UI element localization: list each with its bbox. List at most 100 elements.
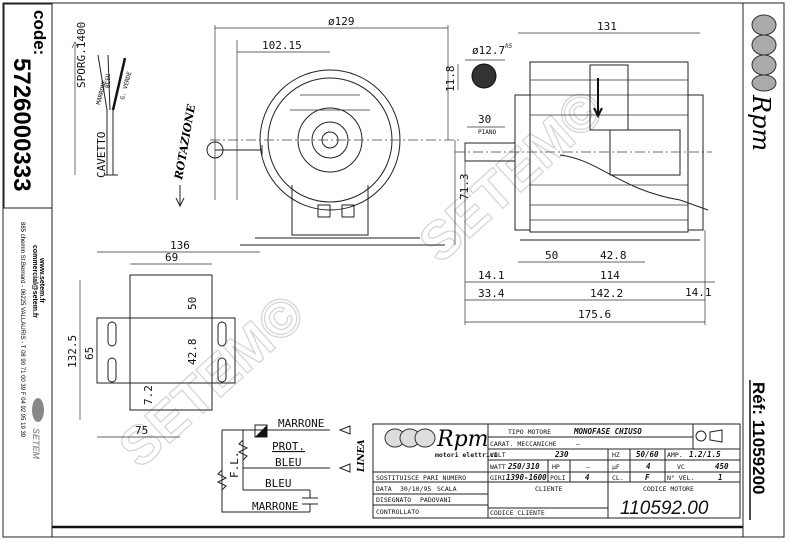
- label-title-block-disegnato-label: DISEGNATO: [376, 496, 411, 504]
- drawing-line: [291, 185, 369, 236]
- label-base-view-inner: 69: [165, 251, 178, 264]
- motor-code: 110592.00: [620, 498, 709, 519]
- drawing-line: [311, 121, 349, 159]
- label-title-block-hp-label: HP: [552, 463, 560, 471]
- setem-logo: SETEM: [31, 398, 44, 460]
- label-wiring-linea: LINEA: [357, 439, 367, 473]
- drawing-line: [589, 64, 629, 131]
- label-title-block-codice-cliente-label: CODICE CLIENTE: [490, 509, 545, 517]
- drawing-line: [215, 145, 263, 155]
- website-link[interactable]: www.setem.fr: [38, 257, 45, 304]
- drawing-line: [341, 204, 355, 218]
- label-title-block-watt: 250/310: [507, 462, 540, 471]
- label-title-block-cliente-label: CLIENTE: [535, 485, 562, 493]
- projection-symbol-icon: [695, 430, 707, 442]
- label-title-block-codice-motore-label: CODICE MOTORE: [643, 485, 694, 493]
- label-title-block-data-label: DATA: [376, 485, 392, 493]
- label-wiring-prot: PROT.: [272, 440, 305, 453]
- drawing-line: [221, 429, 330, 513]
- label-title-block-tipo-motore: MONOFASE CHIUSO: [573, 427, 642, 436]
- label-title-block-poli: 4: [585, 473, 590, 482]
- label-base-view-d75: 75: [135, 424, 148, 437]
- cable-label: CAVETTO: [95, 132, 108, 178]
- cable-length: SPORG.1400: [75, 22, 88, 88]
- drawing-line: [687, 94, 704, 231]
- label-right-strip-brand: Rpm: [747, 94, 775, 151]
- drawing-line: [240, 237, 445, 246]
- label-side-view-d14-1-right: 14.1: [685, 286, 712, 299]
- label-title-block-vc: 450: [715, 462, 729, 471]
- label-side-view-d175-6: 175.6: [578, 308, 611, 321]
- right-rpm-logo: Rpm: [747, 14, 777, 151]
- drawing-line: [32, 398, 44, 422]
- drawing-line: [559, 154, 709, 211]
- drawing-line: [107, 54, 111, 111]
- drawing-line: [751, 74, 777, 92]
- diameter-dim: ø129: [328, 15, 355, 28]
- rotation-label: ROTAZIONE: [172, 103, 198, 182]
- label-title-block-sostituisce-label: SOSTITUISCE PARI NUMERO: [376, 474, 466, 482]
- label-side-view-d142-2: 142.2: [590, 287, 623, 300]
- label-title-block-poli-label: POLI: [550, 474, 566, 482]
- label-title-block-watt-label: WATT: [490, 463, 506, 471]
- drawing-line: [471, 63, 497, 89]
- label-title-block-carat: —: [576, 440, 580, 448]
- label-side-view-d33-4: 33.4: [478, 287, 505, 300]
- label-front-view-offset: 102.15: [262, 39, 302, 52]
- rpm-logo: Rpm motori elettrici: [384, 427, 498, 459]
- drawing-line: [217, 321, 227, 347]
- title-block: Rpm motori elettrici TIPO MOTORE MONOFAS…: [372, 423, 741, 519]
- drawing-line: [372, 423, 741, 519]
- label-title-block-disegnato: PADOVANI: [420, 496, 451, 504]
- label-title-block-carat-label: CARAT. MECCANICHE: [490, 440, 557, 448]
- direction-arrow-icon: [593, 78, 603, 119]
- email-link[interactable]: commercial@setem.fr: [31, 245, 38, 318]
- label-title-block-hp: —: [586, 463, 590, 471]
- label-title-block-uf-label: µF: [612, 463, 620, 471]
- drawing-line: [609, 129, 681, 176]
- label-wiring-fl: F.L.: [228, 452, 241, 479]
- label-base-view-length: 132.5: [66, 335, 79, 368]
- drawing-line: [107, 357, 117, 383]
- drawing-line: [751, 34, 777, 56]
- label-side-view-overall-top: 131: [597, 20, 617, 33]
- label-title-block-vc-label: VC: [677, 463, 685, 471]
- drawing-line: [414, 428, 436, 448]
- label-shaft-flat-label: PIANO: [478, 129, 496, 136]
- wiring-diagram: MARRONE PROT. BLEU BLEU MARRONE F.L. LIN…: [216, 417, 367, 513]
- reference-number: Réf: 11059200: [749, 382, 768, 494]
- label-cable-wire2: BLEU: [105, 73, 112, 88]
- label-side-view-d50: 50: [545, 249, 558, 262]
- label-front-view-height: 71.3: [458, 174, 471, 201]
- label-title-block-giri-label: GIRI: [490, 474, 506, 482]
- cable-detail: SPORG.1400 CAVETTO MARRONE BLEU G. VERDE: [71, 22, 134, 178]
- drawing-line: [530, 79, 688, 221]
- label-title-block-volt-label: VOLT: [490, 451, 506, 459]
- label-base-view-width: 136: [170, 239, 190, 252]
- label-base-view-d50: 50: [186, 297, 199, 310]
- label-title-block-amp-label: AMP.: [667, 451, 683, 459]
- label-title-block-amp: 1.2/1.5: [689, 450, 721, 459]
- label-shaft-diameter: ø12.7: [472, 44, 505, 57]
- label-shaft-flat: 11.8: [444, 66, 457, 93]
- front-view: ø129 102.15 71.3 ROTAZIONE: [172, 15, 471, 246]
- label-title-block-tipo-motore-label: TIPO MOTORE: [508, 428, 551, 436]
- capacitor-icon: [302, 490, 318, 512]
- drawing-line: [71, 41, 79, 49]
- label-shaft-tolerance: h5: [505, 43, 513, 50]
- label-title-block-controllato-label: CONTROLLATO: [376, 508, 419, 516]
- drawing-line: [129, 274, 213, 411]
- rotation-arrow-icon: [175, 185, 185, 208]
- side-view: 131 30 PIANO 50 42.8 14.1 114 14.1 33.4 …: [455, 20, 715, 325]
- label-title-block-cl: F: [645, 473, 650, 482]
- drawing-line: [111, 57, 127, 111]
- base-view: 136 69 132.5 65 50 42.8 7.2 75: [66, 239, 260, 438]
- label-title-block-uf: 4: [646, 462, 651, 471]
- drawing-line: [255, 425, 267, 437]
- label-title-block-volt: 230: [554, 450, 569, 459]
- code-label: code:: [30, 10, 49, 55]
- drawing-line: [237, 439, 249, 461]
- resistor-icon: [216, 469, 228, 491]
